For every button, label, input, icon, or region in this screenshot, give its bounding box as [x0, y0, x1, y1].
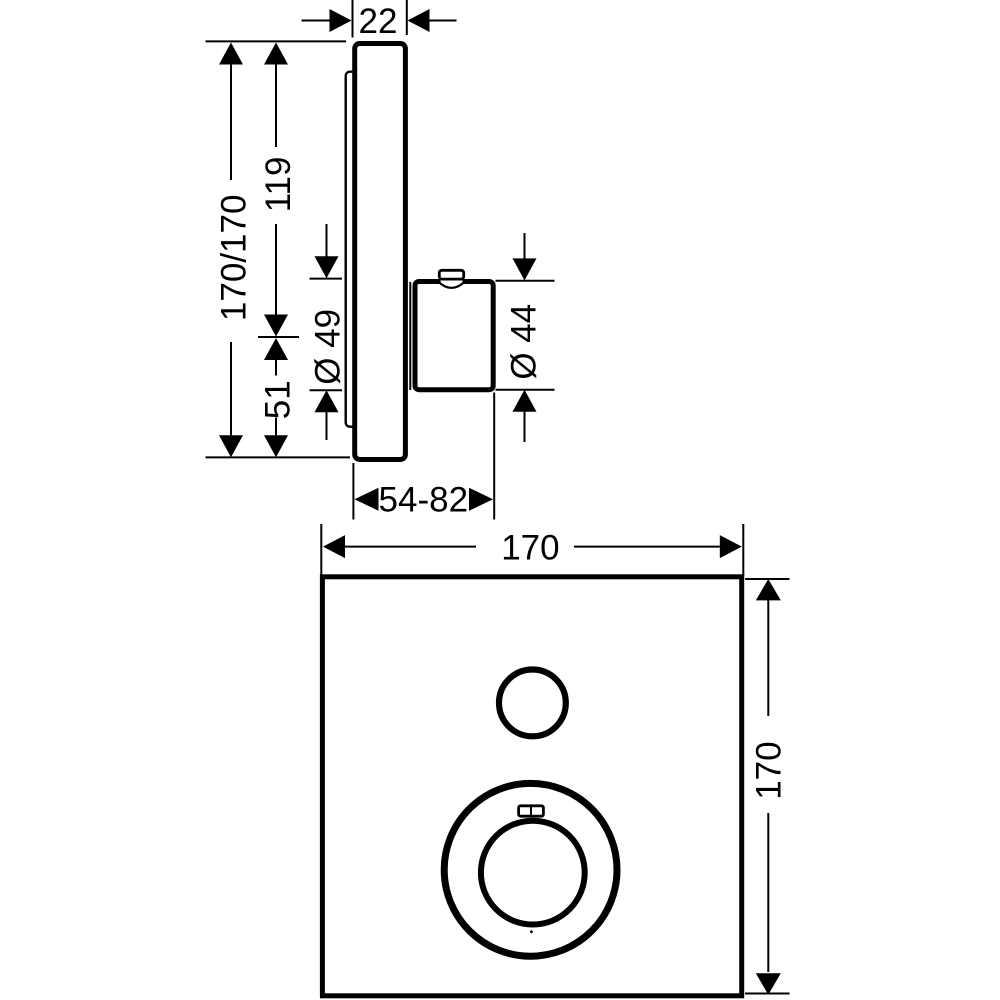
- svg-text:Ø 44: Ø 44: [505, 304, 544, 380]
- svg-text:Ø 49: Ø 49: [309, 309, 348, 385]
- svg-text:170: 170: [749, 741, 788, 799]
- svg-text:170: 170: [501, 529, 559, 568]
- svg-text:22: 22: [359, 2, 398, 41]
- svg-text:54-82: 54-82: [379, 480, 469, 519]
- svg-text:119: 119: [259, 156, 298, 212]
- svg-text:51: 51: [259, 380, 298, 419]
- svg-text:170/170: 170/170: [214, 195, 253, 322]
